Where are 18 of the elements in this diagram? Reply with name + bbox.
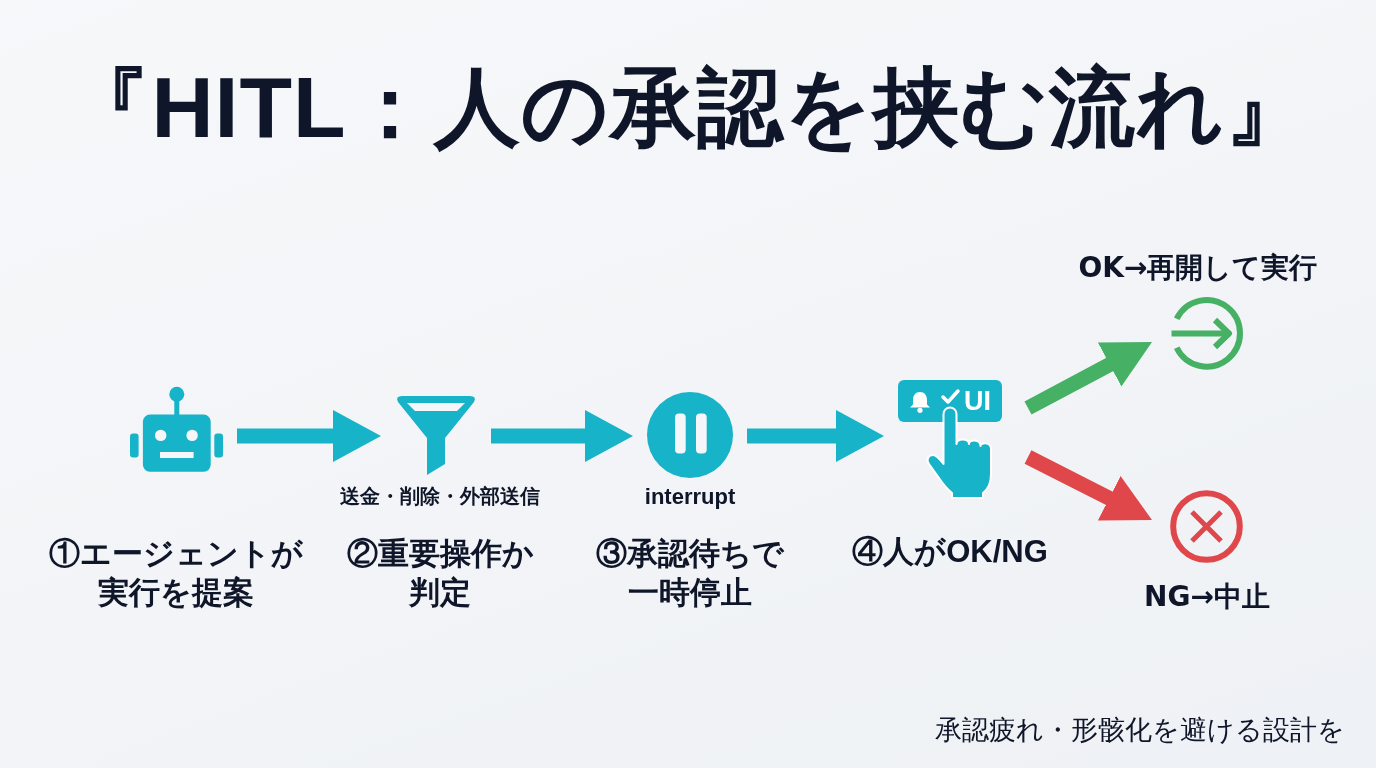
pause-icon <box>647 392 733 478</box>
funnel-icon <box>395 396 477 475</box>
panel-label: UI <box>964 385 991 418</box>
robot-icon <box>130 386 223 472</box>
title: 『HITL：人の承認を挟む流れ』 <box>64 58 1312 157</box>
outcome-label: OK→再開して実行 <box>1078 250 1318 285</box>
arrow <box>237 410 381 462</box>
step-label: ④人がOK/NG <box>852 533 1048 571</box>
note: 承認疲れ・形骸化を避ける設計を <box>935 714 1345 747</box>
arrow <box>747 410 884 462</box>
cross-circle-icon <box>1170 490 1243 563</box>
step-label: ①エージェントが実行を提案 <box>48 535 304 612</box>
outcome-label: NG→中止 <box>1144 579 1270 614</box>
arrow <box>491 410 633 462</box>
node-label: interrupt <box>644 483 736 511</box>
step-label: ②重要操作か判定 <box>345 535 535 612</box>
node-label: 送金・削除・外部送信 <box>340 484 540 509</box>
step-label: ③承認待ちで一時停止 <box>595 535 785 612</box>
